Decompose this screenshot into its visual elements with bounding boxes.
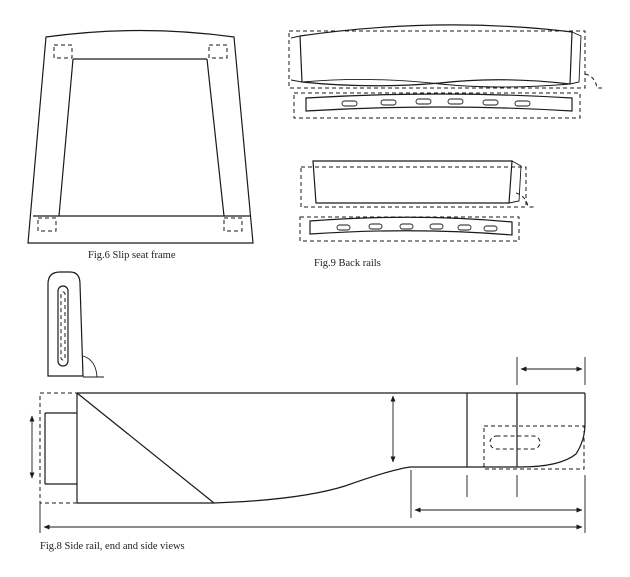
frame-outline (27, 29, 254, 244)
mortise (380, 99, 397, 106)
side-rail-side-view (29, 357, 586, 533)
back-rail-small-underside (309, 216, 513, 236)
back-rail-large-underside-dashed (293, 92, 581, 119)
back-rail-small-right-tenon (508, 160, 522, 204)
tenon-bottom-left (37, 217, 57, 232)
end-view-outline (47, 271, 84, 377)
mortise (341, 100, 358, 107)
end-view-mortise-inner (60, 291, 66, 361)
frame-right-rail (206, 58, 225, 217)
end-view-angle-arc (82, 355, 98, 378)
rear-tenon-dashed (483, 425, 585, 470)
mortise (429, 223, 444, 230)
caption-fig9: Fig.9 Back rails (314, 258, 381, 269)
caption-fig8: Fig.8 Side rail, end and side views (40, 541, 185, 552)
mortise (447, 98, 464, 105)
mortise (483, 225, 498, 232)
mortise (336, 224, 351, 231)
mortise (457, 224, 472, 231)
rear-slot (489, 435, 541, 450)
mortise (514, 100, 531, 107)
back-rail-large-dashed-outline (288, 30, 586, 89)
rail-bottom-curve (213, 393, 586, 504)
mortise (415, 98, 432, 105)
caption-fig6: Fig.6 Slip seat frame (88, 250, 176, 261)
back-rail-small-underside-dashed (299, 216, 520, 242)
mortise (482, 99, 499, 106)
back-rail-large-right-tenon (569, 31, 582, 85)
back-rail-small-mortises (336, 223, 498, 232)
mortise (399, 223, 414, 230)
back-rail-large-mortises (341, 98, 531, 107)
back-rail-small-top (312, 160, 513, 204)
slip-seat-frame-drawing (27, 29, 254, 244)
tenon-top-right (208, 44, 228, 59)
back-rail-large-angle-guide (584, 73, 602, 89)
back-rail-large-left-tenon (290, 35, 303, 83)
tenon-bottom-right (223, 217, 243, 232)
end-view-mortise-outer (57, 285, 69, 367)
back-rail-large-underside (305, 93, 573, 112)
tenon-top-left (53, 44, 73, 59)
back-rail-small-dashed-outline (300, 166, 527, 208)
back-rail-large-top (299, 24, 573, 87)
frame-left-rail (58, 58, 74, 217)
back-rail-small-angle-guide (515, 192, 535, 208)
back-rail-large-curve (301, 78, 571, 88)
back-rails-drawing (288, 24, 602, 242)
rail-diagonal (76, 392, 215, 504)
side-rail-end-view (47, 271, 104, 378)
mortise (368, 223, 383, 230)
